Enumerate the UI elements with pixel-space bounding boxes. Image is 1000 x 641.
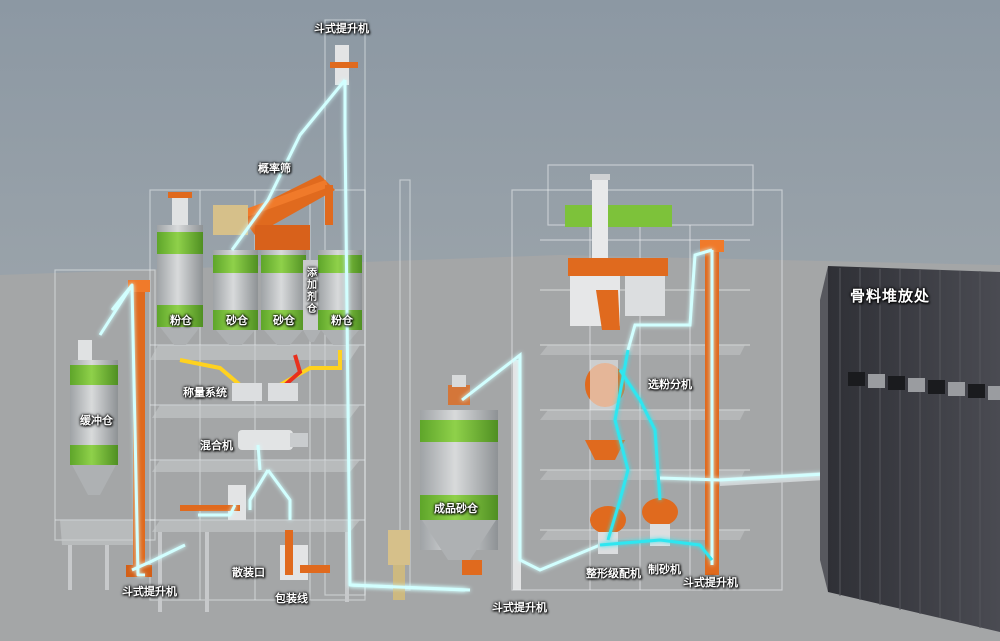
top-elevator	[330, 45, 358, 85]
finished-sand-silo	[420, 375, 498, 560]
support-legs	[68, 532, 349, 612]
label-buffer-bin: 缓冲仓	[80, 414, 113, 427]
buffer-silo	[70, 340, 118, 495]
packing-machines	[180, 485, 330, 580]
flow-lines-right	[599, 248, 826, 565]
label-weighing-system: 称量系统	[183, 386, 227, 399]
label-sand-bin-1: 砂仓	[226, 314, 248, 327]
label-left-elevator: 斗式提升机	[122, 585, 177, 598]
left-tower-floors	[60, 345, 360, 545]
splitter-machine	[213, 175, 335, 250]
label-bulk-outlet: 散装口	[232, 566, 265, 579]
label-powder-bin: 粉仓	[170, 314, 192, 327]
label-classifier: 选粉分机	[648, 378, 692, 391]
dust-collector	[568, 258, 668, 330]
label-additive-bin: 添加剂仓	[307, 268, 317, 315]
silo-powder-1	[157, 192, 203, 345]
label-finished-sand-bin: 成品砂仓	[434, 502, 478, 515]
silo-sand-2	[261, 250, 306, 345]
mixer-machine	[238, 430, 308, 450]
label-splitter: 概率筛	[258, 162, 291, 175]
right-plant-floors	[540, 345, 745, 540]
label-shaping-machine: 整形级配机	[586, 567, 641, 580]
label-packing-line: 包装线	[275, 592, 308, 605]
sand-maker-machines	[590, 498, 678, 554]
classifier-machine	[585, 360, 625, 460]
aggregate-building	[820, 266, 1000, 632]
green-banner	[565, 205, 672, 227]
label-mixer: 混合机	[200, 439, 233, 452]
label-sand-bin-2: 砂仓	[273, 314, 295, 327]
mid-elevator-column	[513, 360, 521, 590]
label-top-elevator: 斗式提升机	[314, 22, 369, 35]
flow-lines-mid	[349, 351, 601, 592]
label-right-elevator: 斗式提升机	[683, 576, 738, 589]
label-sand-maker: 制砂机	[648, 563, 681, 576]
silo-additive	[303, 260, 321, 342]
weighing-system	[179, 350, 342, 401]
label-mid-elevator: 斗式提升机	[492, 601, 547, 614]
silo-powder-2	[318, 250, 362, 345]
silo-sand-1	[213, 250, 258, 345]
flow-lines-left	[98, 79, 466, 592]
middle-small-machine	[388, 530, 482, 600]
label-aggregate-yard: 骨料堆放处	[850, 287, 931, 305]
building-windows	[848, 372, 1000, 400]
label-powder-bin-2: 粉仓	[331, 314, 353, 327]
chimney	[590, 174, 610, 278]
